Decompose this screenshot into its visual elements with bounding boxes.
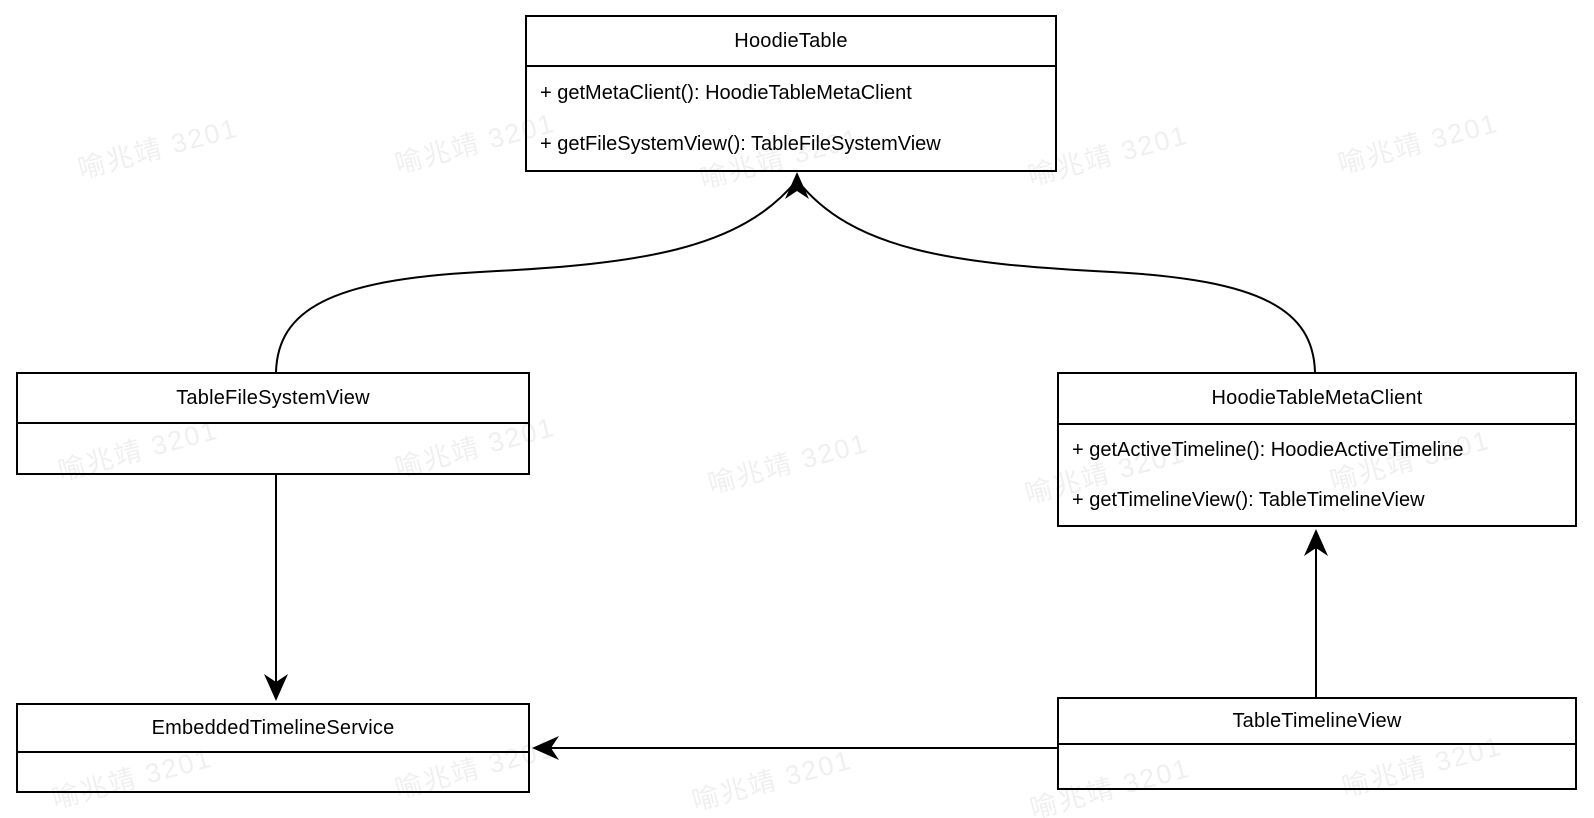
arrow-tablefilesystemview-to-embeddedtimelineservice — [264, 475, 288, 701]
method-gettimelineview: + getTimelineView(): TableTimelineView — [1072, 488, 1425, 511]
class-title-hoodietablemetaclient: HoodieTableMetaClient — [1059, 374, 1575, 425]
class-body-embeddedtimelineservice — [18, 753, 528, 789]
class-box-hoodietablemetaclient: HoodieTableMetaClient + getActiveTimelin… — [1057, 372, 1577, 527]
class-title-embeddedtimelineservice: EmbeddedTimelineService — [18, 705, 528, 753]
watermark: 喻兆靖 3201 — [704, 427, 872, 500]
watermark: 喻兆靖 3201 — [1334, 107, 1502, 180]
method-getactivetimeline: + getActiveTimeline(): HoodieActiveTimel… — [1072, 438, 1464, 461]
class-box-tablefilesystemview: TableFileSystemView — [16, 372, 530, 475]
arrow-tabletimelineview-to-hoodietablemetaclient — [1304, 529, 1328, 697]
class-box-tabletimelineview: TableTimelineView — [1057, 697, 1577, 790]
arrow-tablefilesystemview-to-hoodietable — [275, 179, 798, 373]
arrowhead-down-icon — [264, 674, 288, 701]
arrowhead-up-icon — [785, 172, 809, 199]
class-box-hoodietable: HoodieTable + getMetaClient(): HoodieTab… — [525, 15, 1057, 172]
arrow-tabletimelineview-to-embeddedtimelineservice — [532, 736, 1057, 760]
class-body-tabletimelineview — [1059, 745, 1575, 786]
arrowhead-up-icon — [1304, 529, 1328, 556]
method-getfilesystemview: + getFileSystemView(): TableFileSystemVi… — [540, 133, 941, 155]
class-body-tablefilesystemview — [18, 424, 528, 473]
watermark: 喻兆靖 3201 — [74, 112, 242, 185]
class-title-hoodietable: HoodieTable — [527, 17, 1055, 67]
class-title-tabletimelineview: TableTimelineView — [1059, 699, 1575, 745]
arrowhead-left-icon — [532, 736, 559, 760]
class-body-hoodietable: + getMetaClient(): HoodieTableMetaClient… — [527, 67, 1055, 170]
class-title-tablefilesystemview: TableFileSystemView — [18, 374, 528, 424]
class-box-embeddedtimelineservice: EmbeddedTimelineService — [16, 703, 530, 793]
class-body-hoodietablemetaclient: + getActiveTimeline(): HoodieActiveTimel… — [1059, 425, 1575, 525]
watermark: 喻兆靖 3201 — [688, 744, 856, 817]
method-getmetaclient: + getMetaClient(): HoodieTableMetaClient — [540, 81, 912, 104]
arrow-hoodietablemetaclient-to-hoodietable — [785, 172, 1316, 373]
